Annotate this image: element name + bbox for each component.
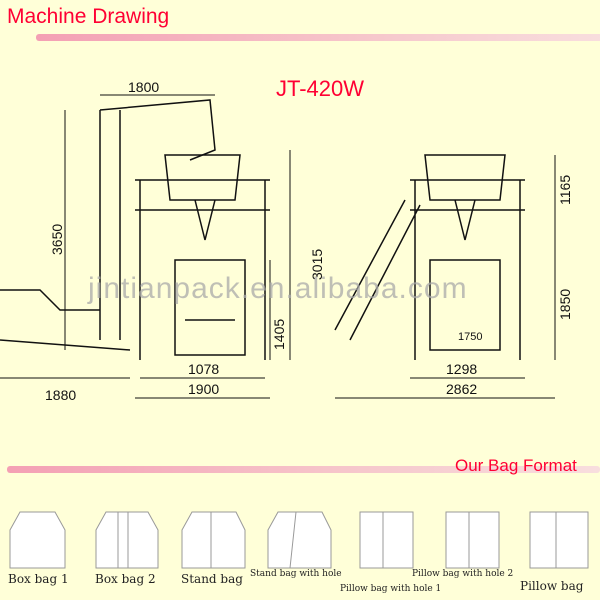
dim-inner-height: 1405 xyxy=(271,319,287,350)
dim-frame-width: 1900 xyxy=(188,381,219,397)
bag-format-title: Our Bag Format xyxy=(455,456,577,475)
dim-side-top: 1165 xyxy=(557,175,573,205)
stand-bag-hole-icon xyxy=(267,511,332,569)
box-bag-2-icon xyxy=(95,511,159,569)
bag-label: Stand bag xyxy=(181,572,243,586)
bag-label: Box bag 1 xyxy=(8,572,69,586)
watermark: jintianpack.en.alibaba.com xyxy=(88,272,468,305)
dim-inner-width: 1078 xyxy=(188,361,219,377)
bag-label: Pillow bag xyxy=(520,579,584,593)
dim-frame-height: 3015 xyxy=(309,249,325,280)
box-bag-1-icon xyxy=(9,511,66,569)
title-divider xyxy=(36,34,600,41)
dim-side-inner: 1298 xyxy=(446,361,477,377)
stand-bag-icon xyxy=(181,511,246,569)
bag-label: Pillow bag with hole 2 xyxy=(412,569,514,579)
dim-top-width: 1800 xyxy=(128,79,159,95)
dim-side-bottom: 1850 xyxy=(557,289,573,320)
pillow-bag-hole-1-icon xyxy=(359,511,414,569)
pillow-bag-icon xyxy=(529,511,589,569)
bag-label: Pillow bag with hole 1 xyxy=(340,584,442,594)
dim-side-box: 1750 xyxy=(458,331,482,343)
machine-drawing: 1800 3650 1880 3015 1405 1078 1900 1165 … xyxy=(0,79,573,403)
model-name: JT-420W xyxy=(276,76,365,101)
dim-side-total: 2862 xyxy=(446,381,477,397)
machine-drawing-title: Machine Drawing xyxy=(7,5,170,28)
bag-label: Box bag 2 xyxy=(95,572,156,586)
dim-left-base: 1880 xyxy=(45,387,76,403)
bag-label: Stand bag with hole xyxy=(250,569,342,579)
bag-divider xyxy=(7,466,600,473)
bag-illustrations xyxy=(9,511,589,569)
pillow-bag-hole-2-icon xyxy=(445,511,500,569)
dim-total-height: 3650 xyxy=(49,224,65,255)
